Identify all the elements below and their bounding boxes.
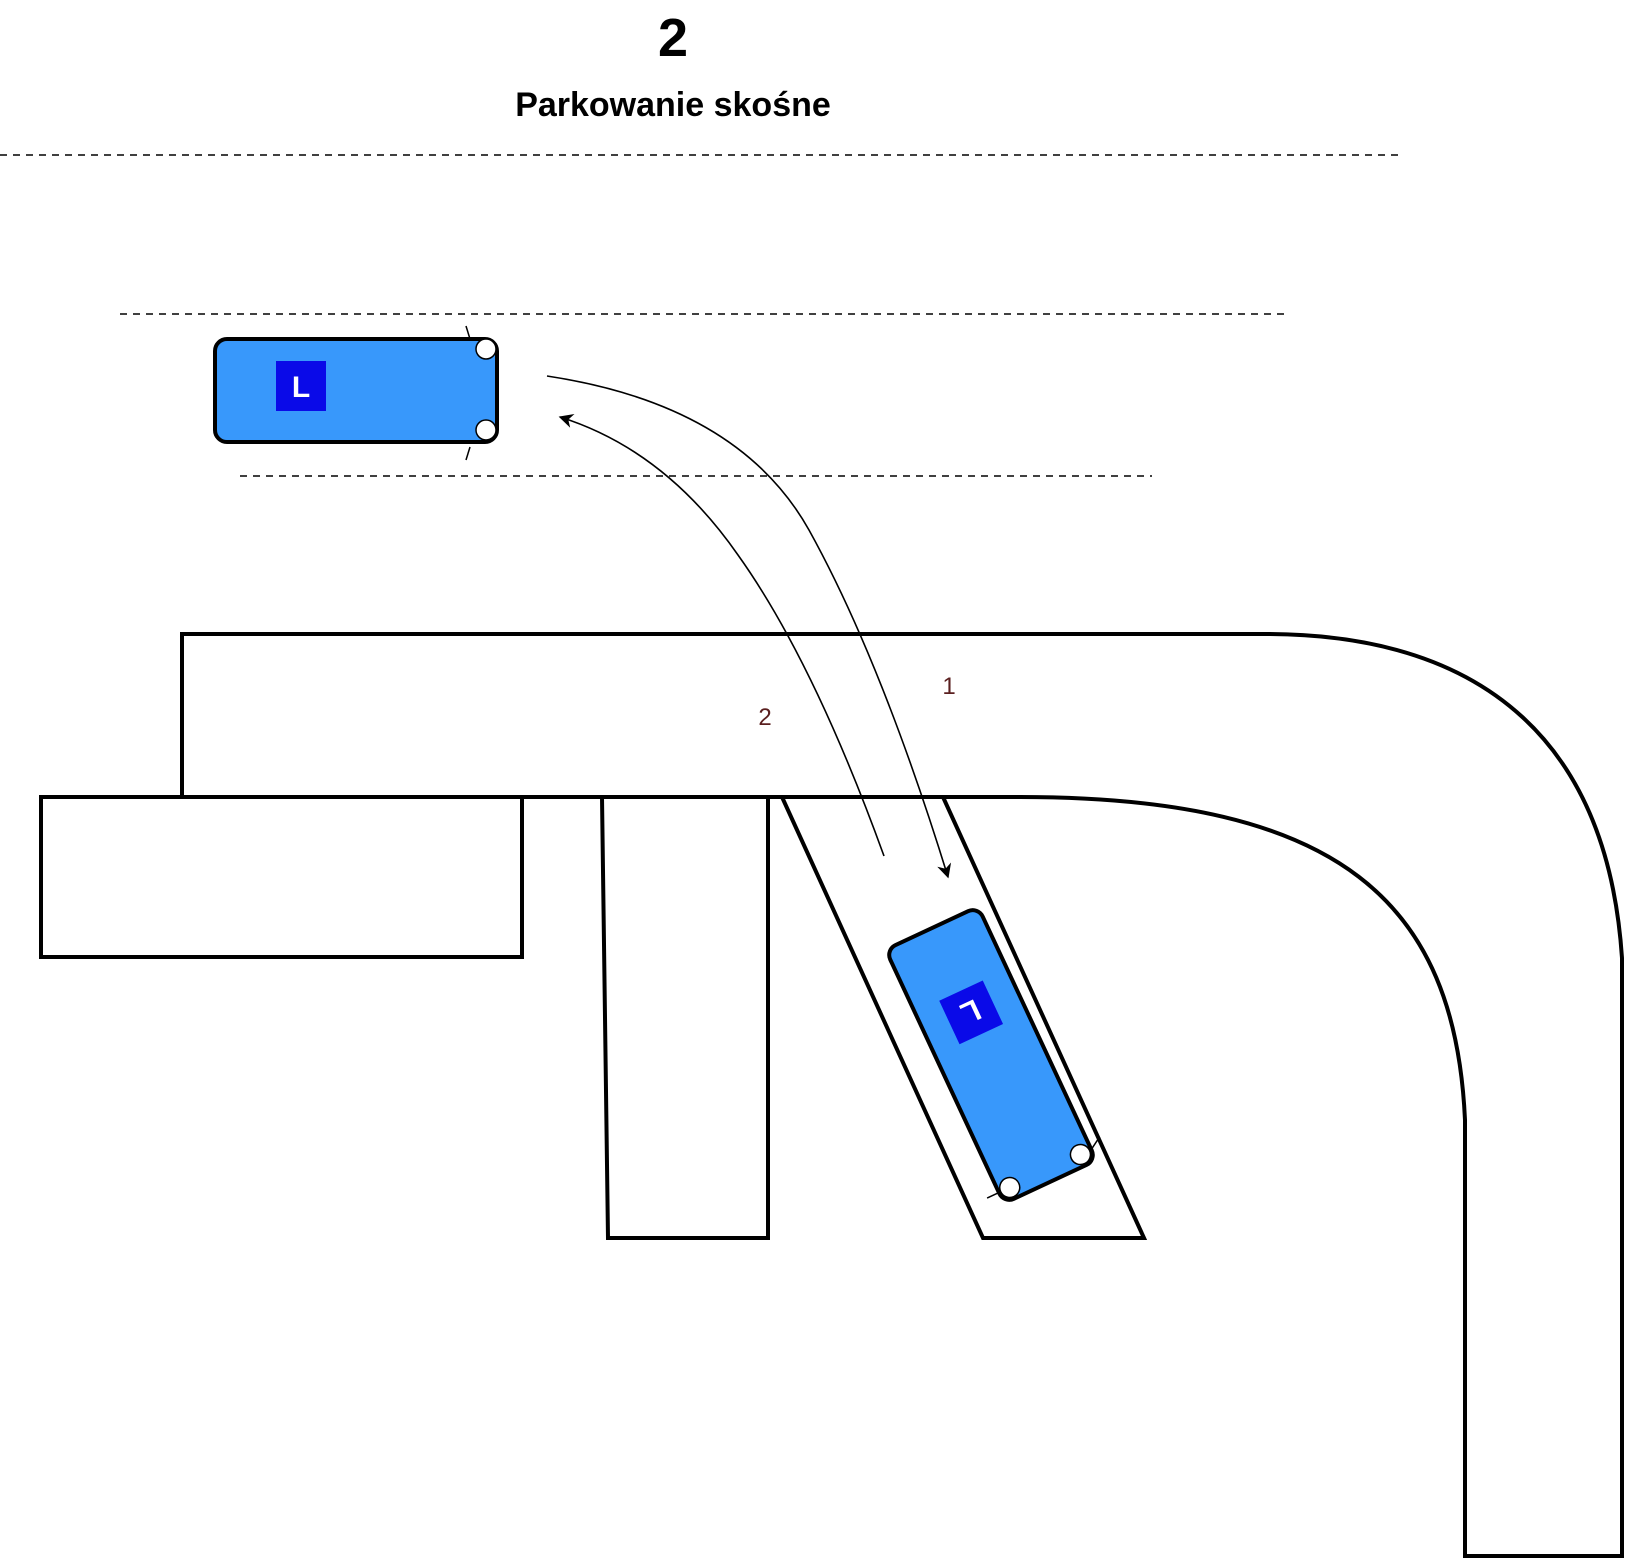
parking-bay-angled (780, 796, 1148, 1240)
learner-badge (939, 980, 1004, 1045)
car-body (887, 908, 1095, 1202)
car-start: L (213, 325, 499, 461)
trajectory-2-arrow (558, 414, 885, 857)
wheel-front-right (475, 338, 497, 360)
rear-wheel-marker (465, 446, 471, 461)
car-body (213, 337, 499, 444)
trajectory-1-arrow (546, 375, 952, 879)
trajectory-2-label: 2 (758, 704, 771, 731)
rear-right-marker (1090, 1136, 1101, 1150)
exercise-number: 2 (658, 8, 688, 68)
learner-badge (276, 361, 326, 411)
rear-left-marker (986, 1191, 1000, 1199)
parking-bay-straight (600, 796, 770, 1240)
wheel-rear-right (475, 419, 497, 441)
exercise-title: Parkowanie skośne (515, 86, 831, 124)
trajectory-1-label: 1 (942, 673, 955, 700)
car-parked: L (887, 908, 1101, 1202)
wheel-rear-right (1069, 1143, 1092, 1166)
left-parking-block (39, 795, 524, 959)
curb-outline (180, 632, 1624, 1558)
front-wheel-marker (465, 325, 471, 340)
wheel-rear-left (998, 1176, 1021, 1199)
learner-badge-letter: L (292, 371, 310, 404)
